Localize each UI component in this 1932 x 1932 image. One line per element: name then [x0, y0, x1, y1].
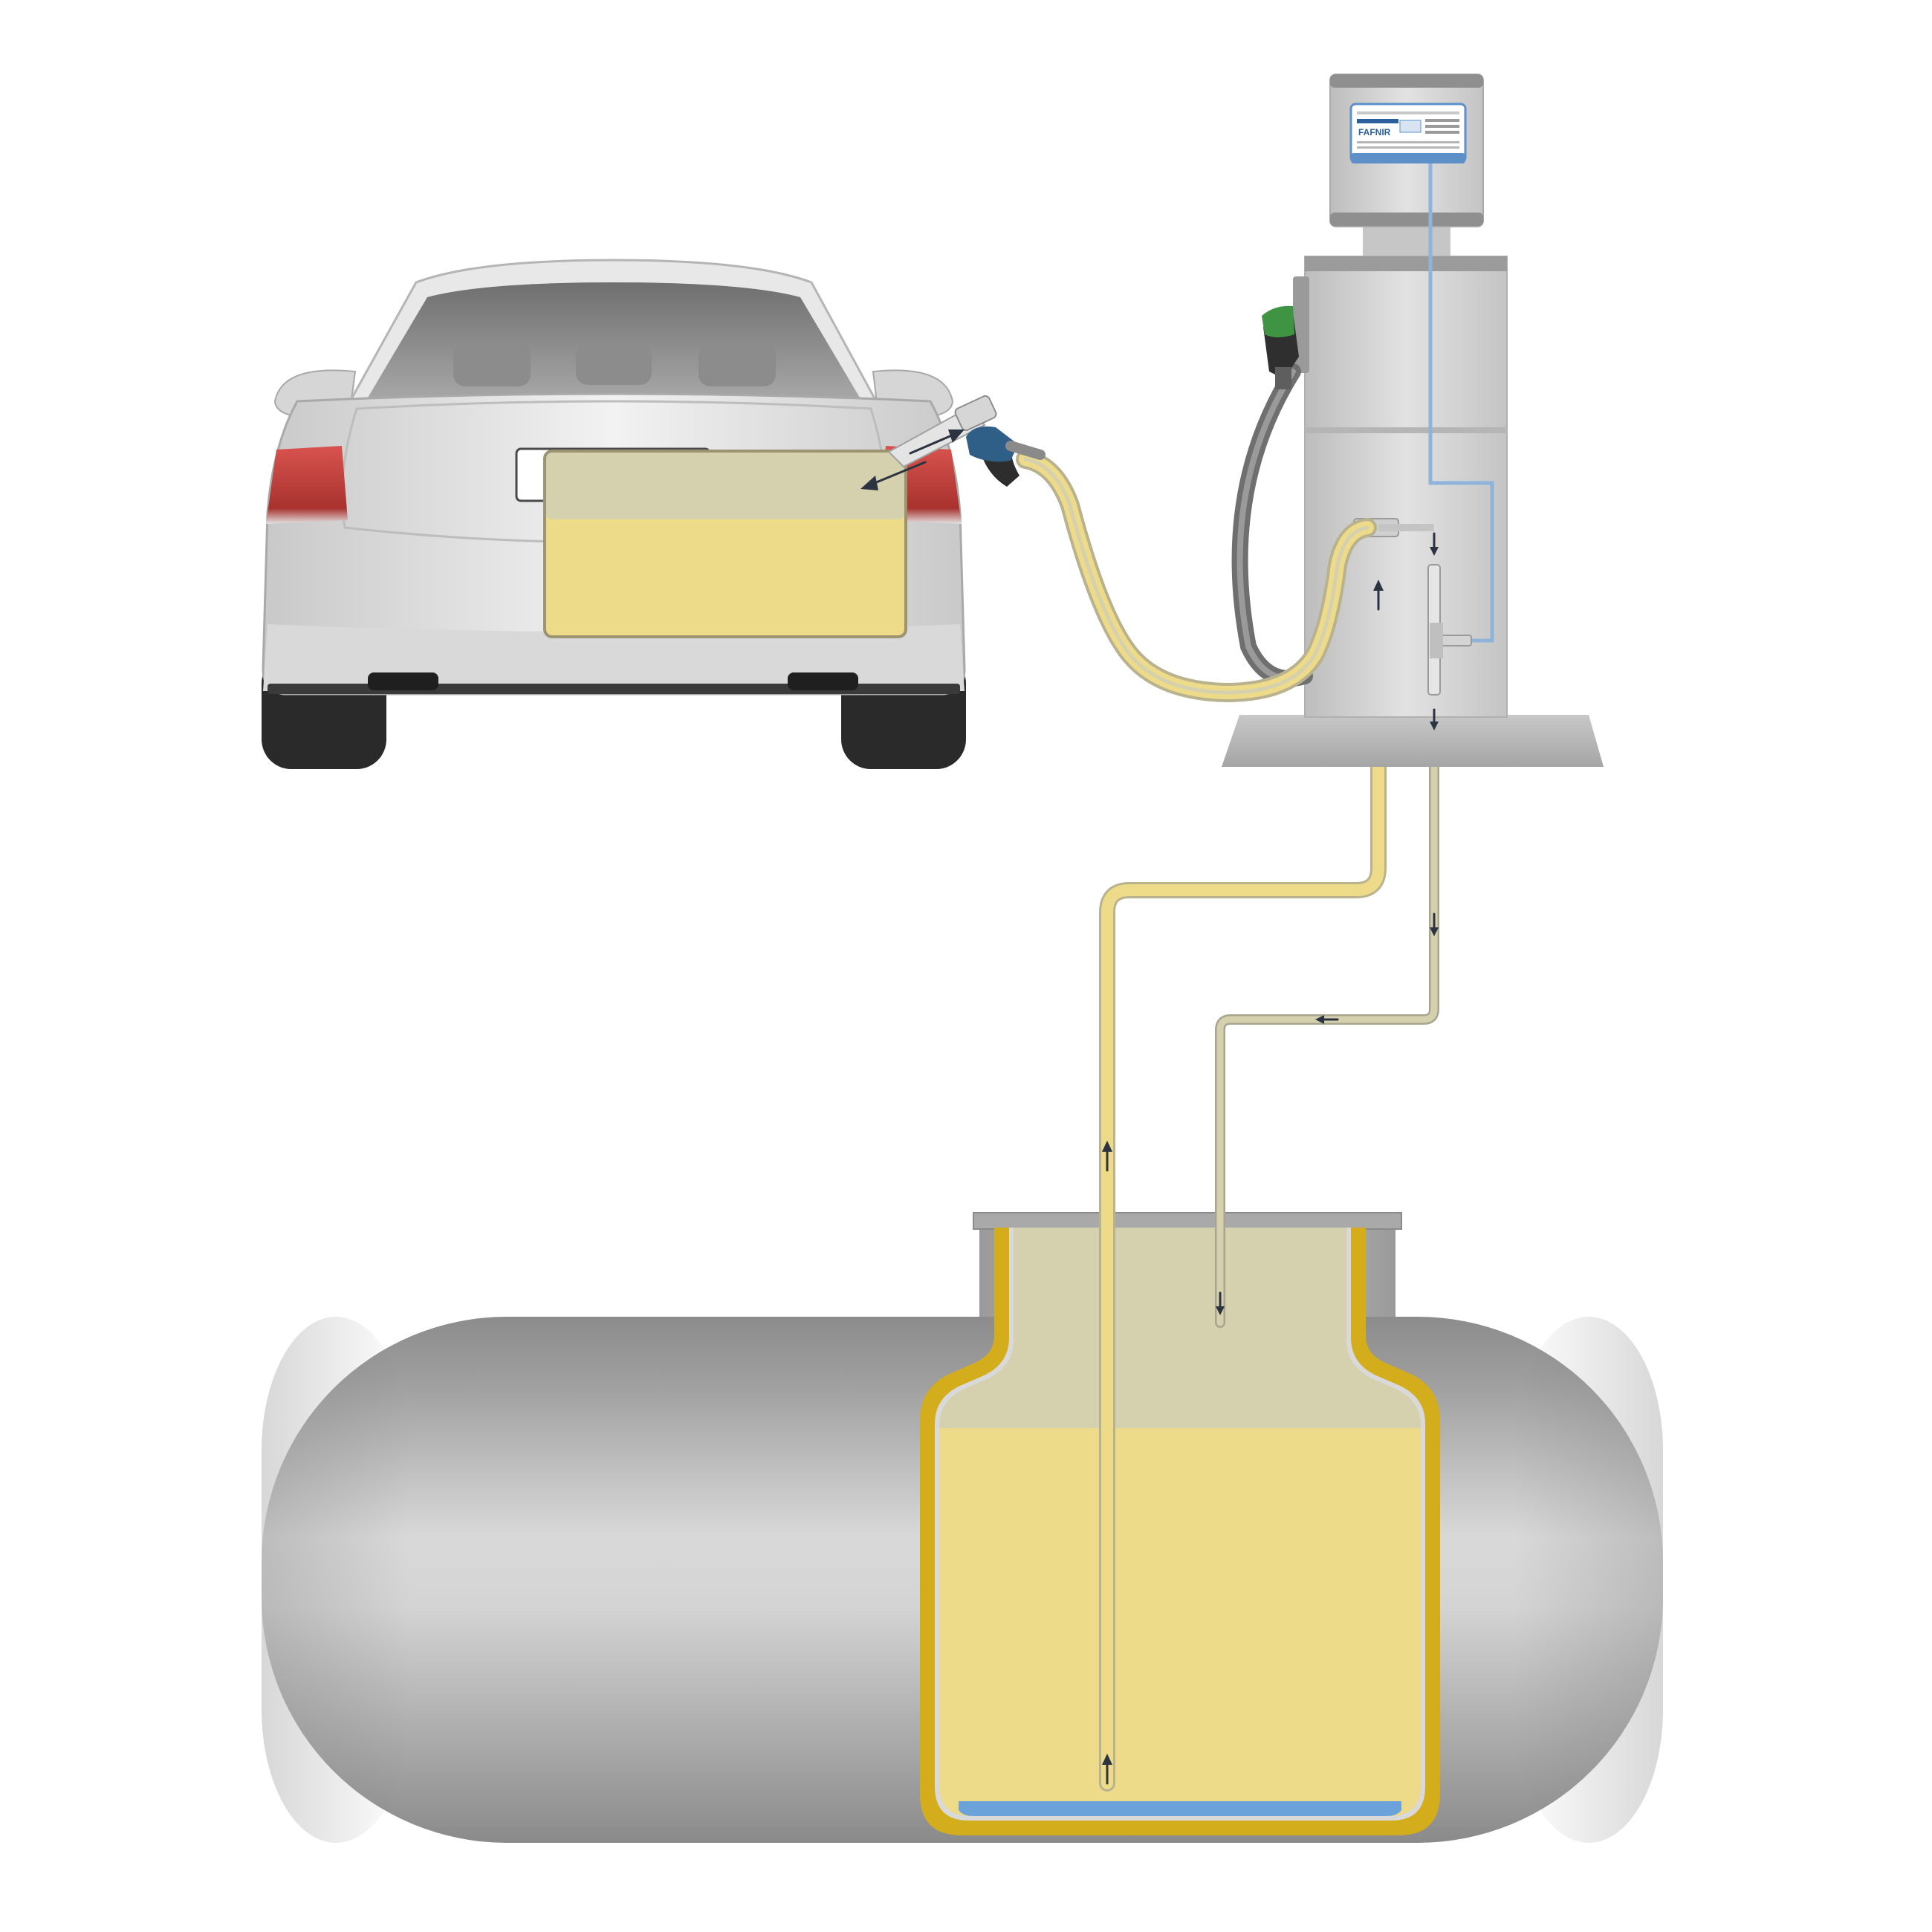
signal-cable: [1428, 163, 1494, 643]
vapour-flow-arrow-4: [1315, 1015, 1339, 1024]
right-exhaust: [788, 672, 858, 690]
dispenser-hose: [1231, 363, 1313, 687]
flow-arrows: [860, 429, 1439, 1785]
tank-water-layer: [959, 1801, 1401, 1816]
tank-fuel: [939, 1428, 1421, 1816]
fuel-flow-arrow-bottom: [1102, 1754, 1112, 1785]
vapour-flow-arrow-3: [1430, 912, 1439, 936]
car-rear-view: [262, 259, 1046, 769]
vapour-recovery-monitor: FAFNIR: [1349, 103, 1467, 163]
monitor-brand-label: FAFNIR: [1358, 127, 1391, 137]
dispenser-body: [1304, 256, 1508, 718]
holstered-nozzle: [1262, 305, 1299, 389]
fuel-flow-arrow-upper: [1373, 580, 1384, 611]
vapour-flow-arrow-2: [1430, 708, 1439, 730]
underground-storage-tank: [262, 1212, 1663, 1843]
vapour-flow-arrow-1: [1430, 532, 1439, 556]
pipe-network: [1099, 522, 1439, 1792]
vapour-flow-arrow-5: [1216, 1291, 1225, 1315]
fuel-flow-arrow-mid: [1102, 1141, 1112, 1172]
dispenser-base: [1222, 715, 1604, 767]
filling-hose: [1016, 450, 1377, 703]
fuel-dispenser: FAFNIR: [1222, 74, 1604, 767]
car-vapour-arrow: [860, 429, 965, 490]
car-fuel-tank-vapour: [546, 453, 904, 519]
tank-dome-rim: [973, 1212, 1402, 1230]
left-exhaust: [368, 672, 438, 690]
left-tail-light: [266, 446, 348, 524]
car-fuel-nozzle: [966, 426, 1046, 487]
